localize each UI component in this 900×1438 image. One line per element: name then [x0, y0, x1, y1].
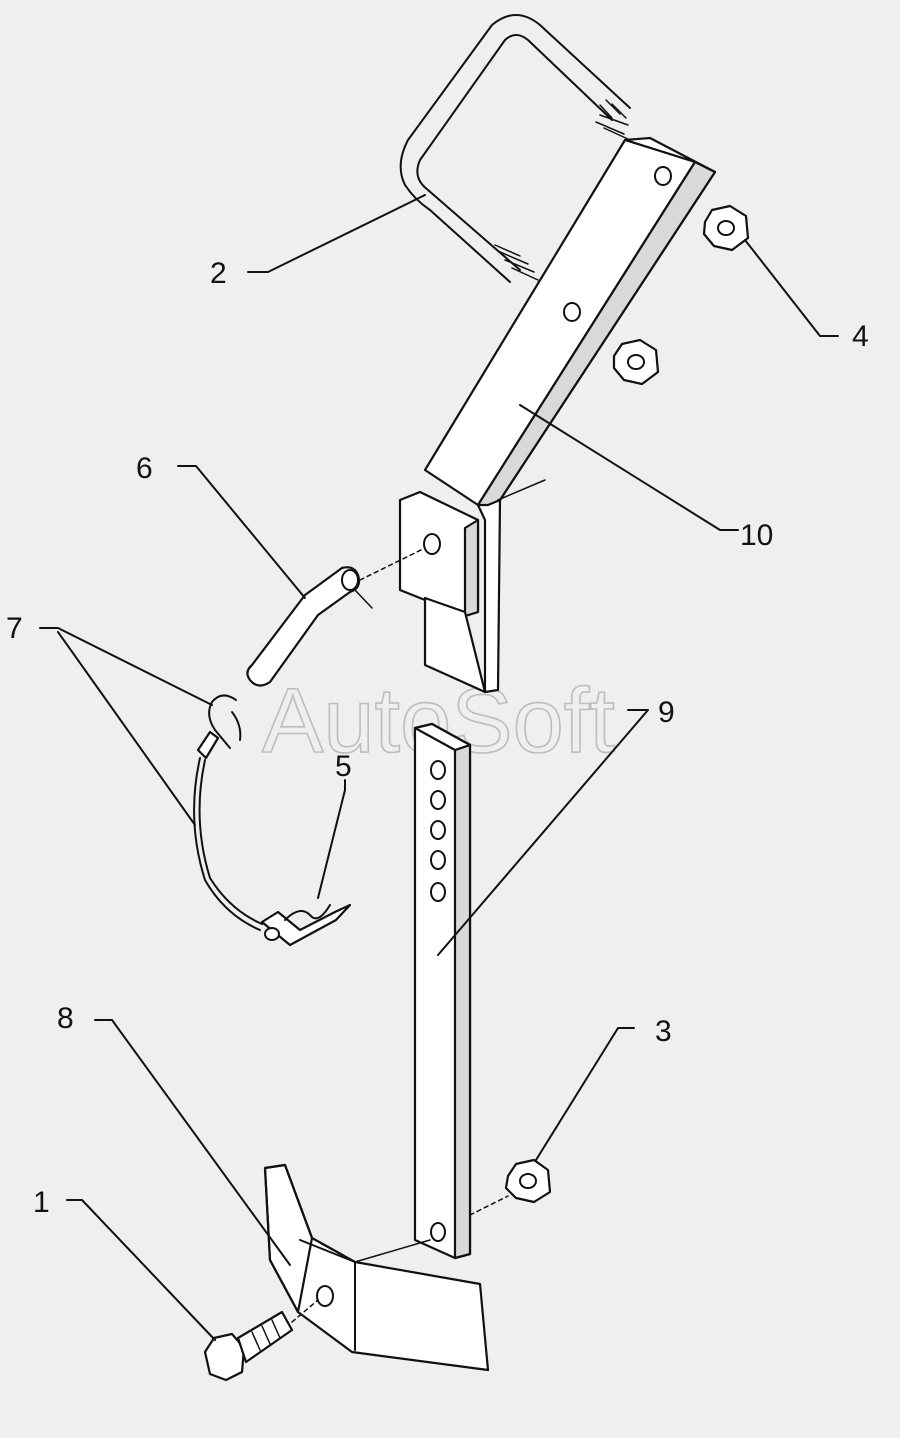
nut-part-4	[702, 204, 750, 252]
bracket-pin-hole	[423, 533, 441, 555]
nut-part-3	[469, 1158, 552, 1216]
angled-plate-part-8	[263, 1163, 490, 1372]
callout-4: 4	[852, 320, 869, 353]
u-bolt-thread-upper	[595, 99, 631, 141]
bracket-part-10	[398, 136, 717, 694]
callout-labels: 1 2 3 4 5 6 7 8 9 10	[6, 257, 869, 1219]
pin-part-6	[246, 547, 426, 687]
callout-3: 3	[655, 1015, 672, 1048]
callout-1: 1	[33, 1186, 50, 1219]
flat-bar-part-9	[413, 722, 472, 1260]
u-bolt-thread-lower	[494, 244, 539, 281]
callout-6: 6	[136, 452, 153, 485]
callout-8: 8	[57, 1002, 74, 1035]
callout-10: 10	[740, 519, 773, 552]
callout-7: 7	[6, 612, 23, 645]
nut-upper-bracket	[612, 338, 660, 386]
clip-and-lanyard-parts-7-5	[193, 694, 352, 947]
bolt-part-1	[203, 1299, 319, 1382]
callout-9: 9	[658, 696, 675, 729]
bracket-hole-upper	[654, 166, 672, 186]
callout-5: 5	[335, 750, 352, 783]
callout-2: 2	[210, 257, 227, 290]
leader-lines	[39, 194, 839, 1341]
bracket-hole-lower	[563, 302, 581, 322]
u-bolt-part-2	[399, 14, 661, 309]
